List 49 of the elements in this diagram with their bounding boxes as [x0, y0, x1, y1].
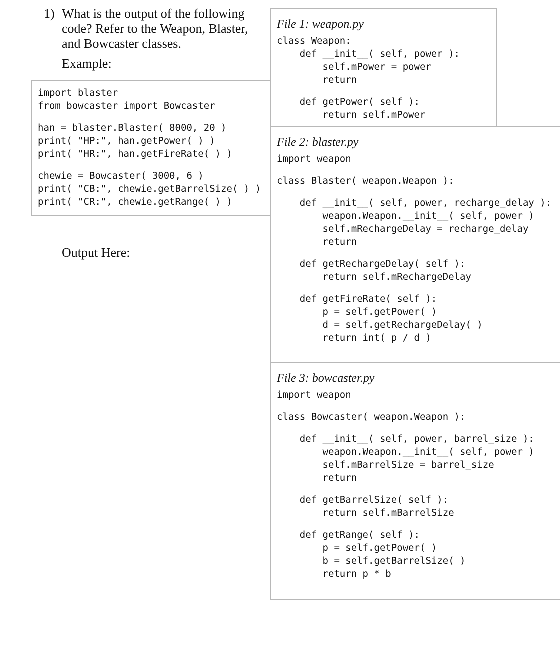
question-number: 1) [44, 6, 55, 21]
code-panel [270, 126, 560, 363]
code-line: class Blaster( weapon.Weapon ): [277, 175, 454, 188]
code-line: def __init__( self, power ): [298, 48, 460, 61]
code-line: return p * b [322, 568, 392, 581]
code-line: print( "CR:", chewie.getRange( ) ) [38, 196, 232, 209]
code-line: self.mPower = power [322, 61, 432, 74]
code-line: def __init__( self, power, barrel_size ): [298, 433, 534, 446]
code-line: return self.mPower [322, 109, 426, 122]
code-line: weapon.Weapon.__init__( self, power ) [322, 446, 534, 459]
code-panel [270, 8, 497, 129]
code-line: def getPower( self ): [298, 96, 420, 109]
code-line: b = self.getBarrelSize( ) [322, 555, 466, 568]
code-line: weapon.Weapon.__init__( self, power ) [322, 210, 534, 223]
code-line: return self.mBarrelSize [322, 507, 454, 520]
file-heading: File 3: bowcaster.py [277, 371, 375, 385]
question-text: What is the output of the following code? Refer to the Weapon, Blaster, and Bowcaster classes. [62, 6, 250, 51]
code-line: def getFireRate( self ): [298, 293, 438, 306]
example-label: Example: [62, 56, 112, 71]
code-line: import weapon [277, 153, 352, 166]
code-line: print( "HR:", han.getFireRate( ) ) [38, 148, 232, 161]
code-panel [31, 80, 271, 216]
code-line: import weapon [277, 389, 352, 402]
code-line: p = self.getPower( ) [322, 306, 438, 319]
code-line: return int( p / d ) [322, 332, 432, 345]
code-line: class Bowcaster( weapon.Weapon ): [277, 411, 466, 424]
code-line: from bowcaster import Bowcaster [38, 100, 216, 113]
code-line: self.mRechargeDelay = recharge_delay [322, 223, 529, 236]
code-line: import blaster [38, 87, 118, 100]
code-panel [270, 362, 560, 600]
output-label: Output Here: [62, 245, 130, 260]
code-line: han = blaster.Blaster( 8000, 20 ) [38, 122, 227, 135]
code-line: class Weapon: [277, 35, 352, 48]
code-line: p = self.getPower( ) [322, 542, 438, 555]
code-line: d = self.getRechargeDelay( ) [322, 319, 483, 332]
code-line: print( "HP:", han.getPower( ) ) [38, 135, 216, 148]
code-line: chewie = Bowcaster( 3000, 6 ) [38, 170, 204, 183]
code-line: return [322, 472, 358, 485]
code-line: return [322, 236, 358, 249]
code-line: def getRange( self ): [298, 529, 420, 542]
code-line: return self.mRechargeDelay [322, 271, 472, 284]
file-heading: File 2: blaster.py [277, 135, 359, 149]
file-heading: File 1: weapon.py [277, 17, 364, 31]
code-line: self.mBarrelSize = barrel_size [322, 459, 494, 472]
code-line: return [322, 74, 358, 87]
code-line: def getBarrelSize( self ): [298, 494, 449, 507]
code-line: def __init__( self, power, recharge_delay ): [298, 197, 552, 210]
code-line: print( "CB:", chewie.getBarrelSize( ) ) [38, 183, 262, 196]
code-line: def getRechargeDelay( self ): [298, 258, 466, 271]
